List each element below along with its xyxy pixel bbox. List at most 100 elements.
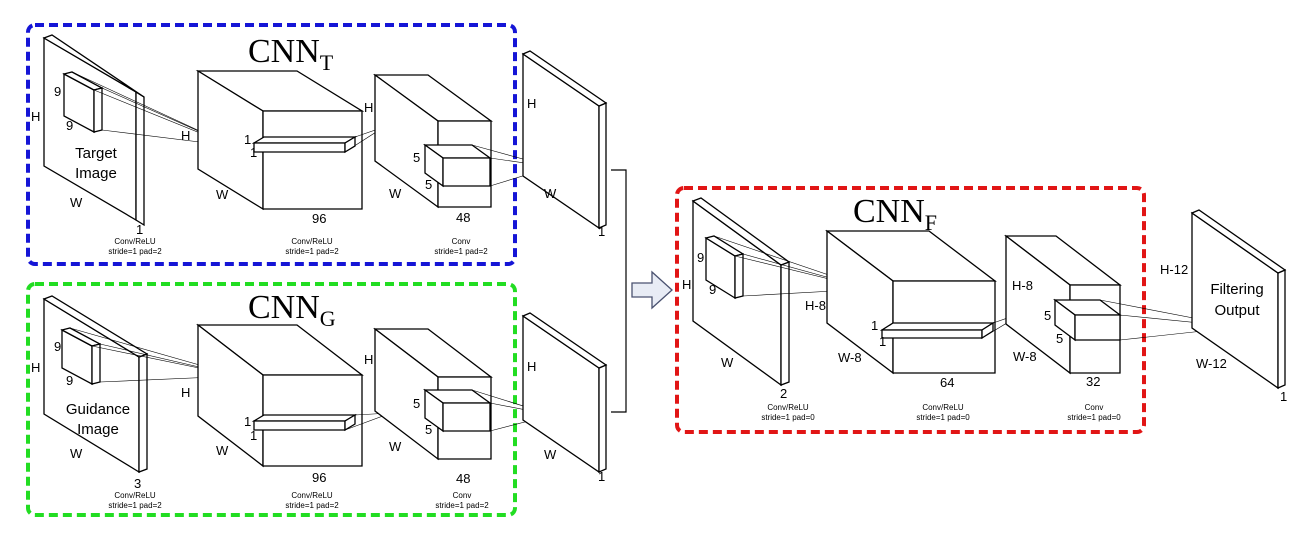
cnn-f-layer1-depth: 64 [940, 375, 954, 390]
cnn-f-layer1-cap2: stride=1 pad=0 [916, 413, 970, 422]
cnn-t-input-depth: 1 [136, 222, 143, 237]
cnn-t-input-w: W [70, 195, 83, 210]
cnn-g-layer2-depth: 48 [456, 471, 470, 486]
cnn-t-title: CNNT [248, 33, 334, 75]
cnn-g-output-slab [521, 312, 608, 474]
cnn-g-input-k2: 9 [66, 373, 73, 388]
cnn-t-input-k1: 9 [54, 84, 61, 99]
cnn-f-input-slab [691, 197, 871, 387]
cnn-g-input-cap1: Conv/ReLU [114, 491, 156, 500]
cnn-g-layer1-block [196, 323, 392, 468]
cnn-t-input-slab [42, 34, 233, 227]
cnn-f-layer2-h: H-8 [1012, 278, 1033, 293]
cnn-g-input-depth: 3 [134, 476, 141, 491]
cnn-f-layer2-cap2: stride=1 pad=0 [1067, 413, 1121, 422]
cnn-g-layer2-block [373, 327, 553, 461]
cnn-t-layer2-cap2: stride=1 pad=2 [434, 247, 488, 256]
merge-arrow-icon [631, 270, 673, 310]
cnn-g-layer1-depth: 96 [312, 470, 326, 485]
cnn-g-input-name2: Image [77, 421, 119, 438]
cnn-f-layer1-h: H-8 [805, 298, 826, 313]
cnn-t-layer2-w: W [389, 186, 402, 201]
cnn-f-output-name2: Output [1214, 302, 1260, 319]
cnn-t-layer1-h: H [181, 128, 190, 143]
cnn-f-input-cap2: stride=1 pad=0 [761, 413, 815, 422]
cnn-g-input-name1: Guidance [66, 401, 130, 418]
cnn-f-input-k2: 9 [709, 282, 716, 297]
cnn-g-border [26, 282, 517, 517]
cnn-t-layer2-cap1: Conv [452, 237, 471, 246]
cnn-t-layer1-k2: 1 [250, 145, 257, 160]
cnn-t-layer1-depth: 96 [312, 211, 326, 226]
cnn-f-output-w: W-12 [1196, 356, 1227, 371]
cnn-f-title: CNNF [853, 193, 937, 235]
cnn-f-layer2-depth: 32 [1086, 374, 1100, 389]
cnn-f-output-name1: Filtering [1210, 281, 1263, 298]
cnn-g-output-w: W [544, 447, 557, 462]
cnn-g-layer1-cap1: Conv/ReLU [291, 491, 333, 500]
cnn-t-input-name2: Image [75, 165, 117, 182]
cnn-t-border [26, 23, 517, 266]
cnn-g-input-w: W [70, 446, 83, 461]
cnn-f-output-depth: 1 [1280, 389, 1287, 404]
cnn-f-layer2-block [1004, 234, 1241, 375]
cnn-f-layer1-cap1: Conv/ReLU [922, 403, 964, 412]
cnn-f-layer1-k1: 1 [871, 318, 878, 333]
cnn-t-layer1-cap1: Conv/ReLU [291, 237, 333, 246]
cnn-t-layer1-cap2: stride=1 pad=2 [285, 247, 339, 256]
cnn-g-branch: CNNG 9 9 H W Guidance Image 3 Conv/ReLU … [26, 282, 553, 517]
cnn-f-layer2-w: W-8 [1013, 349, 1037, 364]
cnn-f-output-h: H-12 [1160, 262, 1188, 277]
cnn-g-layer2-cap2: stride=1 pad=2 [435, 501, 489, 510]
cnn-g-output-h: H [527, 359, 536, 374]
cnn-t-layer1-k1: 1 [244, 132, 251, 147]
cnn-f-border [675, 186, 1146, 434]
cnn-t-output-slab [521, 50, 608, 230]
cnn-g-layer1-w: W [216, 443, 229, 458]
cnn-t-input-name1: Target [75, 145, 118, 162]
cnn-t-output-h: H [527, 96, 536, 111]
cnn-t-layer2-k1: 5 [413, 150, 420, 165]
cnn-g-layer2-k2: 5 [425, 422, 432, 437]
cnn-f-layer2-k1: 5 [1044, 308, 1051, 323]
merge-bracket [611, 169, 627, 413]
cnn-t-output-w: W [544, 186, 557, 201]
cnn-t-layer2-depth: 48 [456, 210, 470, 225]
cnn-t-layer2-k2: 5 [425, 177, 432, 192]
cnn-f-input-depth: 2 [780, 386, 787, 401]
cnn-t-input-cap2: stride=1 pad=2 [108, 247, 162, 256]
cnn-f-layer1-k2: 1 [879, 334, 886, 349]
cnn-t-input-k2: 9 [66, 118, 73, 133]
cnn-g-layer2-h: H [364, 352, 373, 367]
filtering-output-slab [1190, 209, 1287, 390]
cnn-g-input-cap2: stride=1 pad=2 [108, 501, 162, 510]
cnn-g-layer1-cap2: stride=1 pad=2 [285, 501, 339, 510]
cnn-t-layer2-h: H [364, 100, 373, 115]
cnn-t-input-cap1: Conv/ReLU [114, 237, 156, 246]
cnn-g-layer2-k1: 5 [413, 396, 420, 411]
cnn-f-input-cap1: Conv/ReLU [767, 403, 809, 412]
cnn-t-layer1-w: W [216, 187, 229, 202]
cnn-t-layer1-block [195, 69, 385, 211]
cnn-g-layer2-w: W [389, 439, 402, 454]
cnn-g-input-slab [42, 295, 239, 474]
cnn-f-layer2-k2: 5 [1056, 331, 1063, 346]
cnn-f-branch: CNNF 9 9 H W 2 Conv/ReLU stride=1 pad=0 [675, 186, 1241, 434]
cnn-g-layer1-k2: 1 [250, 428, 257, 443]
cnn-g-input-h: H [31, 360, 40, 375]
cnn-g-input-k1: 9 [54, 339, 61, 354]
cnn-g-layer1-h: H [181, 385, 190, 400]
cnn-f-input-h: H [682, 277, 691, 292]
cnn-f-input-w: W [721, 355, 734, 370]
cnn-g-title: CNNG [248, 289, 336, 331]
cnn-f-layer1-w: W-8 [838, 350, 862, 365]
cnn-g-layer1-k1: 1 [244, 414, 251, 429]
cnn-t-layer2-block [373, 73, 553, 209]
cnn-t-branch: CNNT 9 9 H W Target Image 1 Conv/ReLU st… [26, 23, 553, 266]
cnn-f-layer1-block [825, 229, 1026, 375]
cnn-g-output-depth: 1 [598, 469, 605, 484]
cnn-f-input-k1: 9 [697, 250, 704, 265]
cnn-g-layer2-cap1: Conv [453, 491, 472, 500]
cnn-t-input-h: H [31, 109, 40, 124]
